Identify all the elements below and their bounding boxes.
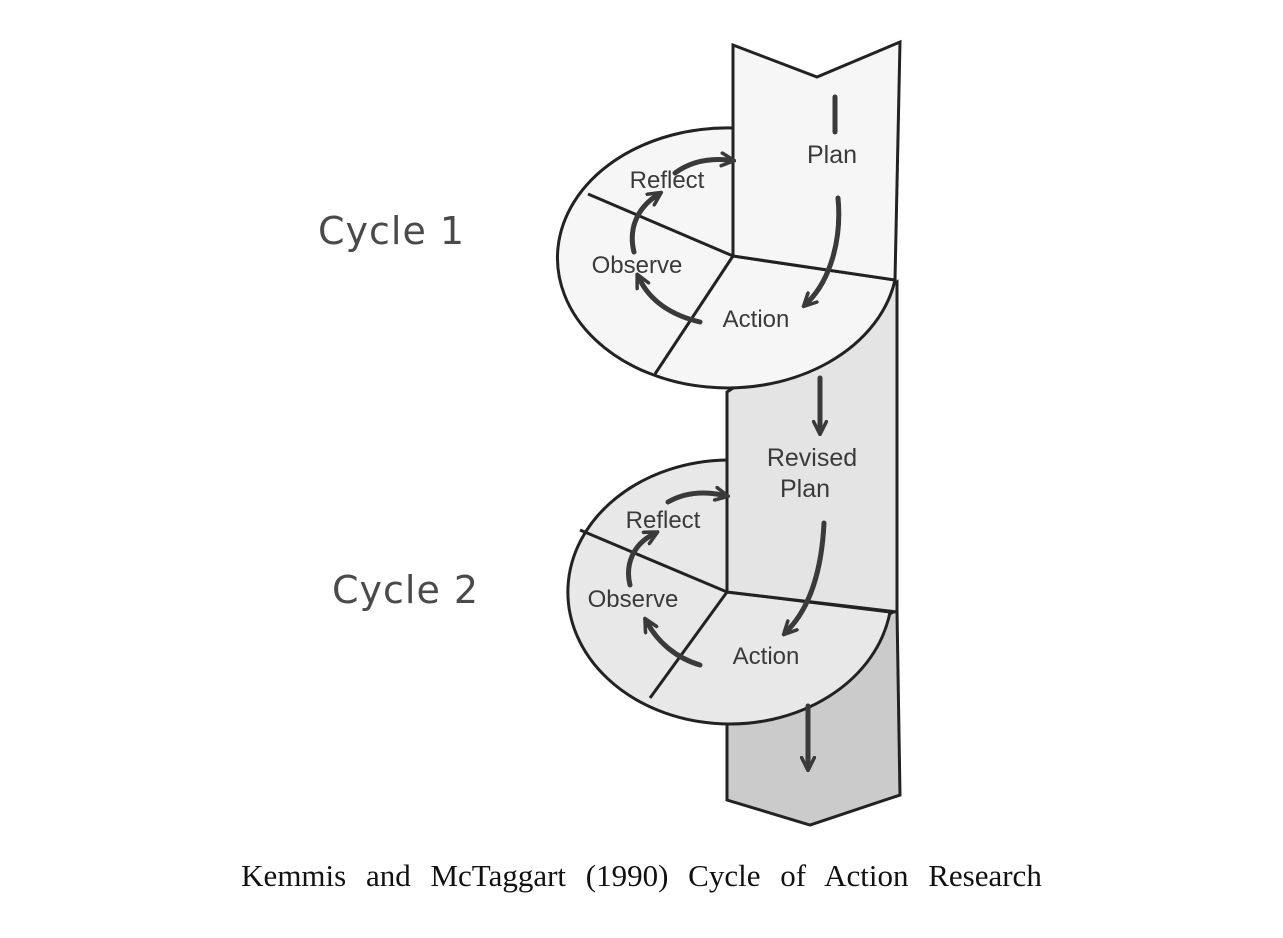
arrow-plan-to-action-1	[808, 195, 842, 302]
cycle1-action-label: Action	[723, 306, 790, 333]
cycle2-plan-label: Plan	[780, 475, 830, 503]
cycle1-label: Cycle 1	[318, 209, 465, 253]
cycle2-observe-label: Observe	[588, 586, 679, 613]
arrow-reflect-to-plan-1	[672, 160, 728, 176]
cycle2-revised-label: Revised	[767, 444, 857, 472]
cycle2-disc	[566, 458, 892, 726]
cycle2-divider-observe-action	[648, 591, 729, 699]
cycle1-divider-reflect-observe	[587, 192, 734, 258]
column-top-section	[731, 39, 902, 282]
cycle1-observe-label: Observe	[592, 252, 683, 279]
arrow-action-to-observe-2	[648, 624, 703, 668]
arrow-observe-to-reflect-2	[626, 535, 652, 588]
arrow-action-to-observe-1	[640, 280, 703, 325]
arrow-observe-to-reflect-1	[629, 196, 656, 255]
cycle1-disc	[555, 126, 897, 390]
cycle1-reflect-label: Reflect	[630, 167, 705, 194]
cycle1-plan-label: Plan	[807, 141, 857, 169]
arrow-revised-plan-to-action-2	[788, 520, 827, 630]
cycle2-action-label: Action	[733, 643, 800, 670]
cycle2-label: Cycle 2	[332, 568, 479, 612]
cycle1-divider-observe-action	[653, 255, 735, 375]
figure-caption: Kemmis and McTaggart (1990) Cycle of Act…	[241, 858, 1042, 893]
cycle2-reflect-label: Reflect	[626, 507, 701, 534]
cycle2-divider-reflect-observe	[579, 528, 728, 594]
arrow-reflect-to-revised-plan-2	[665, 493, 722, 505]
